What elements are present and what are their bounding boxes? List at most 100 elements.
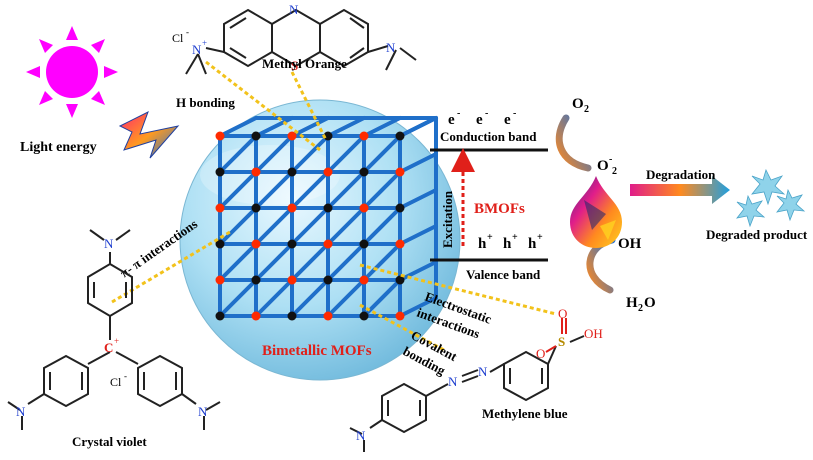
lattice-bond (398, 188, 438, 210)
bmofs-label: BMOFs (474, 201, 525, 217)
lattice-bond (326, 170, 366, 210)
superoxide-sup: - (609, 154, 612, 165)
sulfo-s: S (558, 334, 565, 349)
metal-node (359, 275, 369, 285)
lattice-bond (290, 116, 330, 138)
metal-node (287, 203, 297, 213)
o2-sub: 2 (584, 104, 589, 115)
metal-node (395, 275, 405, 285)
sulfo-o-left: O (536, 346, 545, 361)
metal-node (215, 167, 225, 177)
cv-n-top: N (104, 236, 114, 251)
lattice-bond (290, 170, 330, 210)
svg-text:e: e (476, 112, 483, 128)
electrons: e - e - e - (448, 108, 516, 128)
metal-node (359, 167, 369, 177)
metal-node (395, 311, 405, 321)
cv-c-plus: C (104, 340, 113, 355)
band-diagram (430, 148, 548, 262)
cv-chloride: Cl (110, 375, 122, 389)
metal-node (251, 275, 261, 285)
holes: h + h + h + (478, 232, 543, 252)
svg-text:h: h (478, 236, 487, 252)
mb-n-left: N (356, 428, 366, 443)
metal-node (323, 203, 333, 213)
metal-node (359, 239, 369, 249)
degradation-arrow (630, 176, 730, 204)
lattice-bond (218, 206, 258, 246)
light-energy-label: Light energy (20, 140, 97, 155)
lightning-icon (118, 110, 180, 159)
dye-droplet-icon (570, 176, 622, 248)
degradation-label: Degradation (646, 167, 716, 182)
svg-text:+: + (537, 232, 543, 243)
svg-text:-: - (457, 108, 460, 119)
metal-node (287, 275, 297, 285)
svg-text:h: h (503, 236, 512, 252)
sulfo-oh: OH (584, 326, 603, 341)
conduction-band-label: Conduction band (440, 129, 537, 144)
lattice-bond (254, 116, 294, 138)
metal-node (359, 131, 369, 141)
lattice-bond (218, 242, 258, 282)
lattice-bond (326, 134, 366, 174)
n-atom-top: N (289, 2, 299, 17)
sulfo-o-top: O (558, 306, 567, 321)
lattice-bond (398, 152, 438, 174)
lattice-bond (362, 116, 402, 138)
metal-node (359, 203, 369, 213)
methyl-orange-label: Methyl Orange (262, 56, 347, 71)
degraded-product-label: Degraded product (706, 227, 808, 242)
lattice-bond (290, 242, 330, 282)
metal-node (251, 311, 261, 321)
valence-band-label: Valence band (466, 267, 541, 282)
superoxide-label: O (597, 158, 609, 174)
chloride-top-charge: - (186, 27, 189, 37)
svg-text:+: + (512, 232, 518, 243)
sun-icon (26, 26, 118, 118)
lattice-bond (218, 116, 258, 138)
methylene-blue-structure (349, 318, 585, 452)
metal-node (215, 203, 225, 213)
metal-node (215, 275, 225, 285)
metal-node (251, 131, 261, 141)
svg-text:+: + (487, 232, 493, 243)
n-plus-atom: N (192, 42, 202, 57)
lattice-bond (254, 206, 294, 246)
metal-node (359, 311, 369, 321)
crystal-violet-label: Crystal violet (72, 434, 147, 449)
svg-text:-: - (485, 108, 488, 119)
mof-lattice (218, 116, 438, 318)
metal-node (323, 239, 333, 249)
metal-node (287, 131, 297, 141)
metal-node (395, 203, 405, 213)
metal-node (323, 275, 333, 285)
lattice-bond (362, 242, 402, 282)
svg-text:e: e (448, 112, 455, 128)
metal-node (323, 131, 333, 141)
metal-node (287, 311, 297, 321)
lattice-bond (254, 242, 294, 282)
methylene-blue-label: Methylene blue (482, 406, 568, 421)
azo-n2: N (478, 364, 488, 379)
metal-node (251, 239, 261, 249)
o2-label: O (572, 96, 584, 112)
mof-lattice-nodes (215, 131, 405, 321)
lattice-bond (362, 170, 402, 210)
metal-node (395, 239, 405, 249)
lattice-bond (254, 134, 294, 174)
chloride-top: Cl (172, 31, 184, 45)
svg-text:-: - (513, 108, 516, 119)
h2o-o: O (644, 295, 656, 311)
lattice-bond (254, 170, 294, 210)
lattice-bond (398, 296, 438, 318)
cv-n-left: N (16, 404, 26, 419)
lattice-bond (290, 206, 330, 246)
h2o-sub: 2 (638, 303, 643, 314)
lattice-bond (326, 242, 366, 282)
metal-node (287, 239, 297, 249)
metal-node (215, 311, 225, 321)
h2o-h: H (626, 295, 638, 311)
lattice-bond (326, 206, 366, 246)
